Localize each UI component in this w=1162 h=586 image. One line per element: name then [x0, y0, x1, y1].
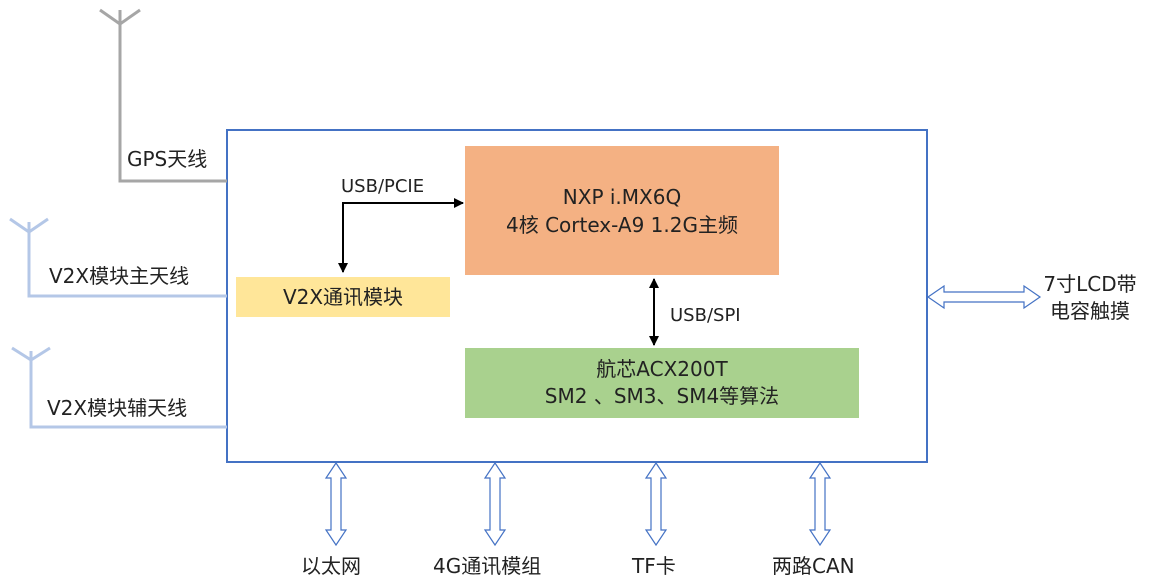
4g-module-label: 4G通讯模组 — [433, 554, 542, 578]
v2x-module-box: V2X通讯模块 — [236, 277, 450, 317]
nxp-title: NXP i.MX6Q — [562, 184, 682, 209]
lcd-double-arrow — [926, 284, 1042, 310]
can-double-arrow — [808, 461, 832, 547]
ethernet-double-arrow — [324, 461, 348, 547]
acx200t-security-box: 航芯ACX200T SM2 、SM3、SM4等算法 — [465, 348, 859, 418]
lcd-label-line1: 7寸LCD带 — [1043, 272, 1137, 296]
nxp-spec: 4核 Cortex-A9 1.2G主频 — [506, 212, 738, 237]
acx-algorithms: SM2 、SM3、SM4等算法 — [544, 384, 780, 408]
v2x-module-label: V2X通讯模块 — [282, 285, 404, 309]
v2x-aux-antenna-label: V2X模块辅天线 — [47, 396, 188, 420]
v2x-aux-antenna-icon — [11, 346, 227, 429]
v2x-main-antenna-label: V2X模块主天线 — [49, 264, 190, 288]
ethernet-label: 以太网 — [301, 554, 361, 578]
lcd-touch-label: 7寸LCD带 电容触摸 — [1040, 271, 1140, 325]
tf-card-label: TF卡 — [632, 554, 676, 578]
usb-spi-label: USB/SPI — [670, 305, 741, 326]
usb-pcie-connector — [338, 198, 464, 273]
usb-pcie-label: USB/PCIE — [341, 176, 425, 197]
v2x-main-antenna-icon — [9, 217, 227, 298]
tf-double-arrow — [644, 461, 668, 547]
gps-antenna-icon — [99, 8, 227, 183]
gps-antenna-label: GPS天线 — [127, 147, 208, 171]
nxp-processor-box: NXP i.MX6Q 4核 Cortex-A9 1.2G主频 — [465, 146, 779, 275]
can-label: 两路CAN — [772, 554, 855, 578]
4g-double-arrow — [483, 461, 507, 547]
acx-title: 航芯ACX200T — [596, 357, 728, 381]
lcd-label-line2: 电容触摸 — [1050, 299, 1130, 323]
